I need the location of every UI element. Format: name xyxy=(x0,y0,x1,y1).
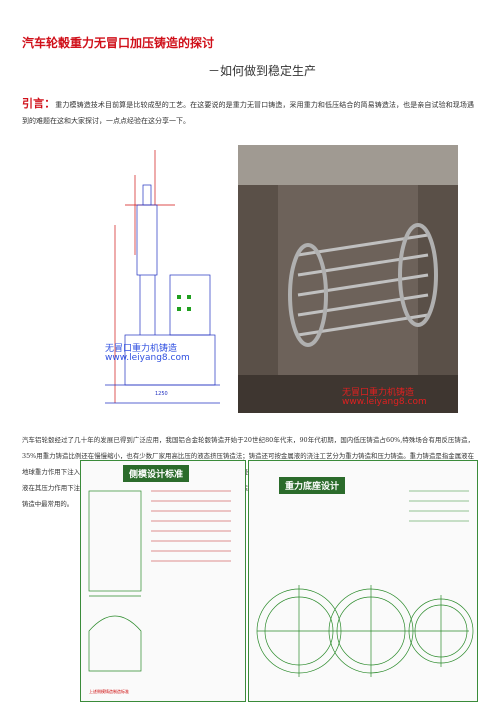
machine-drawing xyxy=(105,150,220,404)
watermark-url-1: www.leiyang8.com xyxy=(105,353,190,363)
watermark-name-1: 无冒口重力机铸造 xyxy=(105,344,178,354)
intro-lead: 引言： xyxy=(22,97,56,110)
side-mold-footer: 上述侧模铸造制造标准 xyxy=(89,689,129,694)
base-drawing xyxy=(256,490,474,677)
base-title: 重力底座设计 xyxy=(279,477,346,494)
side-mold-drawing xyxy=(88,490,231,672)
mold-photo xyxy=(238,145,458,413)
watermark-name-2: 无冒口重力机铸造 xyxy=(342,388,415,398)
mold-photo-figure: 无冒口重力机铸造 www.leiyang8.com xyxy=(238,145,458,413)
intro-paragraph: 引言：重力模铸造技术目前算是比较成型的工艺。在这要说的是重力无冒口铸造，采用重力… xyxy=(22,96,474,129)
base-cad: 重力底座设计 xyxy=(248,460,478,702)
side-mold-cad: 侧模设计标准 上述侧模铸造制造标准 xyxy=(80,460,246,702)
watermark-url-2: www.leiyang8.com xyxy=(342,397,427,407)
side-mold-title: 侧模设计标准 xyxy=(123,465,190,482)
machine-drawing-figure: 无冒口重力机铸造 www.leiyang8.com 1250 xyxy=(95,145,227,413)
dimension-label: 1250 xyxy=(155,391,168,397)
page-subtitle: －如何做到稳定生产 xyxy=(208,64,317,78)
intro-text: 重力模铸造技术目前算是比较成型的工艺。在这要说的是重力无冒口铸造，采用重力和低压… xyxy=(22,101,474,125)
page-title: 汽车轮毂重力无冒口加压铸造的探讨 xyxy=(22,36,215,50)
